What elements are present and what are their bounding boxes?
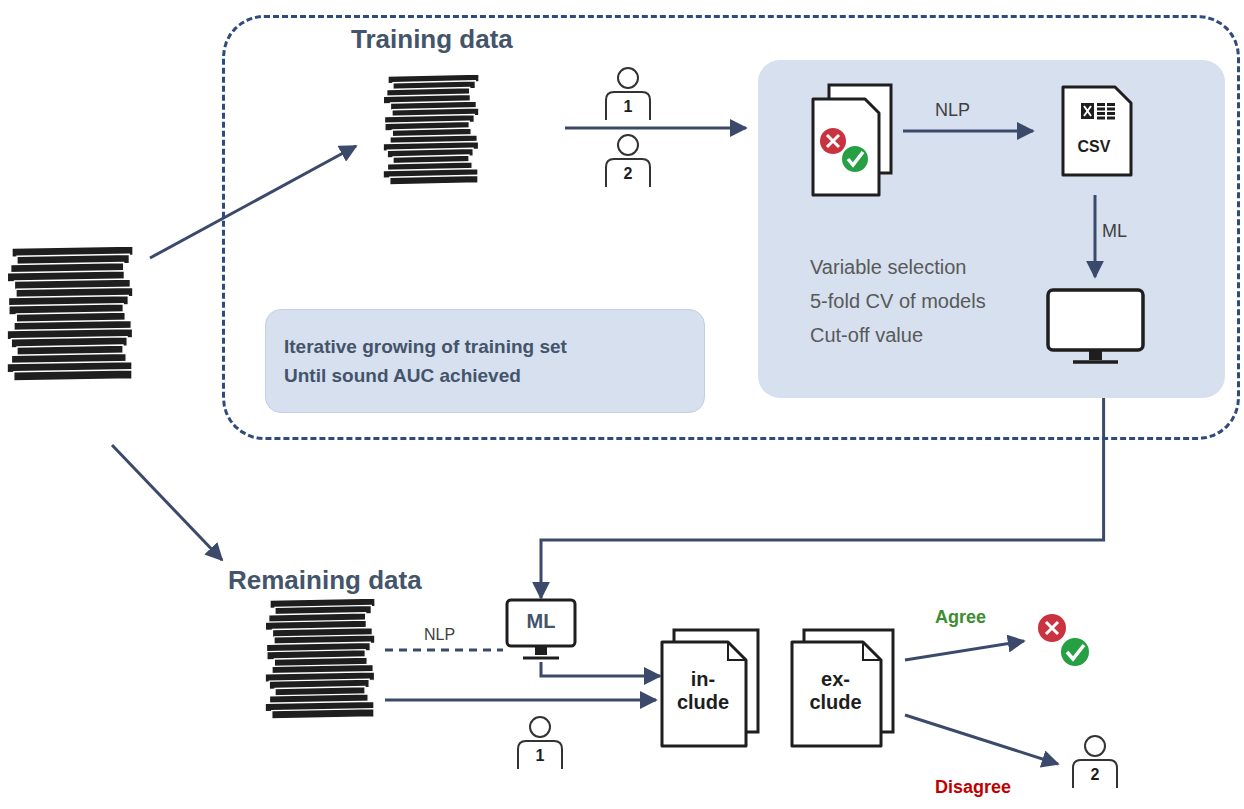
paper-sheet [390, 175, 478, 185]
arrow-label: NLP [935, 101, 970, 121]
document-box: in- clude [660, 628, 760, 748]
drawing-part [385, 699, 656, 702]
sheet-cell [1097, 108, 1105, 111]
sheet-cell [1097, 112, 1105, 115]
process-panel: Variable selection5-fold CV of modelsCut… [758, 60, 1225, 398]
accept-icon [841, 145, 869, 173]
sheet-cell [1107, 117, 1115, 120]
nlp-arrow [903, 130, 1033, 133]
node-text: Training data [351, 24, 513, 55]
note-box: Iterative growing of training setUntil s… [265, 309, 705, 413]
arrow-label: ML [1102, 222, 1127, 242]
csv-file [1063, 87, 1131, 175]
monitor-base [1073, 360, 1118, 364]
sheet-cell [1107, 108, 1115, 111]
panel-icons [758, 60, 1225, 398]
monitor-box: ML [505, 598, 577, 662]
person-head [618, 68, 638, 88]
document-box: ex- clude [790, 628, 895, 748]
drawing-part [565, 127, 746, 130]
drawing-part [1046, 622, 1058, 634]
person-head [1085, 736, 1105, 756]
text-list: Variable selection5-fold CV of modelsCut… [810, 250, 986, 352]
callout-number: 1 [536, 747, 545, 765]
sheet-cell [1097, 103, 1105, 106]
node-text: Iterative growing of training set [284, 332, 686, 361]
decision-label: Disagree [935, 778, 1011, 798]
page-fold [863, 642, 881, 660]
node-text: ML [505, 610, 577, 633]
front-page [792, 642, 881, 746]
drawing-part [1038, 614, 1066, 642]
reject-mark [827, 135, 839, 147]
monitor-base [523, 657, 559, 660]
person-body [1073, 760, 1117, 788]
node-text: Variable selection [810, 250, 986, 284]
person-body [606, 92, 650, 120]
sheet-badge [1081, 103, 1094, 119]
result-icons [1038, 614, 1090, 667]
flow-connector [541, 662, 660, 676]
sheet-cell [1107, 103, 1115, 106]
sheet-cell [1097, 117, 1105, 120]
front-page [662, 642, 746, 746]
drawing-part [905, 641, 1024, 660]
accept-mark [848, 152, 863, 165]
drawing-part [1060, 637, 1090, 667]
section-heading: Remaining data [228, 566, 422, 595]
drawing-part [385, 649, 503, 652]
callout-number: 2 [1091, 766, 1100, 784]
monitor-stand [535, 646, 547, 655]
callout-number: 2 [624, 165, 633, 183]
node-text: Until sound AUC achieved [284, 361, 686, 390]
drawing-part [112, 445, 222, 560]
node-text: ex- clude [798, 668, 873, 714]
person-body [606, 159, 650, 187]
region-frame: Training dataIterative growing of traini… [222, 15, 1240, 440]
page-fold [728, 642, 746, 660]
ml-arrow [1094, 195, 1097, 277]
drawing-part [150, 146, 356, 258]
node-text: 5-fold CV of models [810, 284, 986, 318]
node-text: Cut-off value [810, 318, 986, 352]
sheet-cell [1107, 112, 1115, 115]
person-body [518, 741, 562, 769]
person-head [618, 135, 638, 155]
file-label: CSV [1078, 138, 1111, 156]
monitor-screen [1048, 290, 1143, 350]
paper-sheet [14, 370, 132, 381]
node-text: in- clude [668, 668, 738, 714]
decision-label: Agree [935, 608, 986, 628]
paper-sheet [272, 709, 374, 719]
drawing-part [1067, 645, 1084, 659]
sheet-badge-mark [1084, 106, 1091, 116]
reject-icon [820, 128, 846, 154]
monitor-stand [1089, 350, 1102, 360]
callout-number: 1 [624, 98, 633, 116]
front-page [813, 99, 879, 195]
person-head [530, 717, 550, 737]
drawing-part [905, 715, 1058, 764]
flow-connector [541, 398, 1104, 598]
arrow-label: NLP [424, 626, 455, 644]
panel-icons-group [813, 85, 1143, 362]
